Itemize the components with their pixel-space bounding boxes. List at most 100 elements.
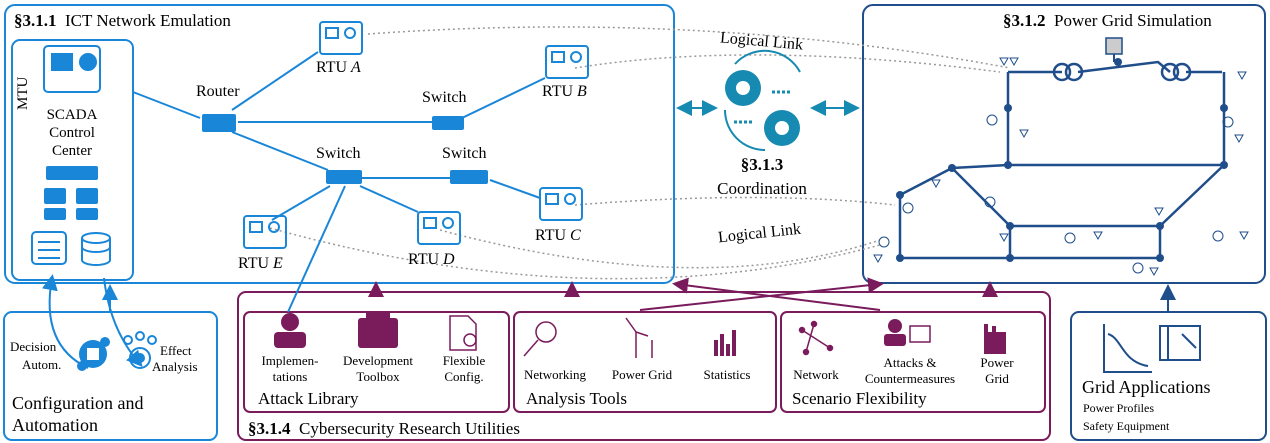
rtu-a-text: RTU <box>316 59 348 76</box>
attack-item-3-line-1: Flexible <box>442 353 486 368</box>
router-icon <box>202 114 236 132</box>
scada-label-3: Center <box>52 143 92 159</box>
grid-generator-icons <box>878 114 1234 274</box>
monitor-icon <box>43 45 101 93</box>
safety-equipment-icon <box>1159 325 1201 361</box>
decision-label-1: Decision <box>10 339 57 354</box>
hacker-icon <box>274 313 306 348</box>
rtu-d-text: RTU <box>408 251 440 268</box>
grid-title: §3.1.2 Power Grid Simulation <box>1003 12 1212 29</box>
settings-sliders-icon <box>31 231 67 265</box>
config-document-icon <box>449 315 477 351</box>
effect-label-2: Analysis <box>152 359 198 374</box>
scenario-item-attacks-line-1: Attacks & <box>883 355 937 370</box>
switch-icon-middle <box>326 170 362 184</box>
statistics-icon <box>714 330 736 356</box>
decision-label-2: Autom. <box>22 357 62 372</box>
analysis-tools-title: Analysis Tools <box>526 389 627 408</box>
scenario-item-power-line-2: Grid <box>985 371 1009 386</box>
grid-section-title: Power Grid Simulation <box>1054 11 1212 30</box>
rtu-c-id: C <box>570 227 581 244</box>
utils-panel <box>237 291 1051 441</box>
networking-icon <box>523 321 557 357</box>
grid-load-icons <box>873 57 1249 277</box>
rtu-a-label: RTU A <box>316 60 361 76</box>
rtu-b-text: RTU <box>542 83 574 100</box>
switch-label-top: Switch <box>422 89 467 106</box>
external-grid-icon <box>1105 37 1123 55</box>
rtu-d-label: RTU D <box>408 252 455 268</box>
switch-label-middle: Switch <box>316 145 361 162</box>
grid-buses <box>896 58 1228 262</box>
attacks-countermeasures-icon <box>884 319 931 346</box>
rtu-e-icon <box>243 215 287 249</box>
scada-label-2: Control <box>49 125 95 141</box>
rtu-c-icon <box>539 187 583 221</box>
effect-label-1: Effect <box>160 343 192 358</box>
analysis-item-power-grid: Power Grid <box>611 367 673 382</box>
scenario-item-attacks-line-2: Countermeasures <box>864 371 956 386</box>
coordination-gears-icon <box>724 49 801 151</box>
network-links <box>132 51 546 313</box>
attack-item-2-line-2: Toolbox <box>356 369 400 384</box>
analysis-item-networking: Networking <box>523 367 587 382</box>
attack-item-1-line-2: tations <box>272 369 308 384</box>
ict-section-number: §3.1.1 <box>14 11 57 30</box>
switch-icon-right <box>450 170 488 184</box>
attack-item-1-line-1: Implemen- <box>261 353 319 368</box>
rtu-b-id: B <box>577 83 587 100</box>
decision-automation-icon <box>77 337 110 371</box>
rtu-d-icon <box>417 211 461 245</box>
mtu-label: MTU <box>15 76 31 110</box>
grid-transformers <box>1052 62 1192 82</box>
utils-section-title: Cybersecurity Research Utilities <box>299 419 520 438</box>
scenario-flexibility-title: Scenario Flexibility <box>792 389 927 408</box>
utils-title: §3.1.4 Cybersecurity Research Utilities <box>248 420 520 437</box>
rtu-b-icon <box>545 45 589 79</box>
rtu-e-id: E <box>273 255 283 272</box>
scenario-item-power-line-1: Power <box>980 355 1014 370</box>
switch-label-right: Switch <box>442 145 487 162</box>
scenario-panel <box>780 311 1046 413</box>
rtu-e-label: RTU E <box>238 256 283 272</box>
coord-title: Coordination <box>717 179 807 198</box>
wind-turbine-icon <box>625 317 653 358</box>
ict-title: §3.1.1 ICT Network Emulation <box>14 12 231 29</box>
rtu-b-label: RTU B <box>542 84 587 100</box>
config-title-2: Automation <box>12 415 98 435</box>
rtu-a-id: A <box>351 59 361 76</box>
utils-arrow-cross-1 <box>639 277 884 311</box>
power-profile-chart-icon <box>1103 324 1152 373</box>
attack-item-3-line-2: Config. <box>444 369 484 384</box>
database-icon <box>81 232 111 266</box>
control-panels-icon <box>44 166 98 220</box>
config-title-1: Configuration and <box>12 393 144 413</box>
rtu-d-id: D <box>443 251 455 268</box>
rtu-c-label: RTU C <box>535 228 581 244</box>
apps-item-power-profiles: Power Profiles <box>1083 401 1154 415</box>
grid-lines <box>898 60 1226 260</box>
mtu-panel <box>11 39 134 281</box>
scada-label-1: SCADA <box>46 107 98 123</box>
apps-item-safety-equipment: Safety Equipment <box>1083 419 1170 433</box>
apps-title: Grid Applications <box>1082 377 1211 397</box>
grid-section-number: §3.1.2 <box>1003 11 1046 30</box>
grid-panel <box>862 4 1266 284</box>
toolbox-icon <box>358 312 398 348</box>
network-graph-icon <box>798 320 834 356</box>
config-arrow-loop <box>42 274 89 369</box>
utils-section-number: §3.1.4 <box>248 419 291 438</box>
attack-item-2-line-1: Development <box>342 353 414 368</box>
rtu-e-text: RTU <box>238 255 270 272</box>
power-plant-icon <box>984 324 1006 354</box>
rtu-a-icon <box>319 21 363 55</box>
analysis-panel <box>513 311 777 413</box>
analysis-item-statistics: Statistics <box>703 367 751 382</box>
logical-links <box>269 26 1011 280</box>
coord-section-number: §3.1.3 <box>740 155 784 174</box>
rtu-c-text: RTU <box>535 227 567 244</box>
scenario-item-network: Network <box>793 367 839 382</box>
attack-library-title: Attack Library <box>258 389 359 408</box>
ict-section-title: ICT Network Emulation <box>65 11 231 30</box>
